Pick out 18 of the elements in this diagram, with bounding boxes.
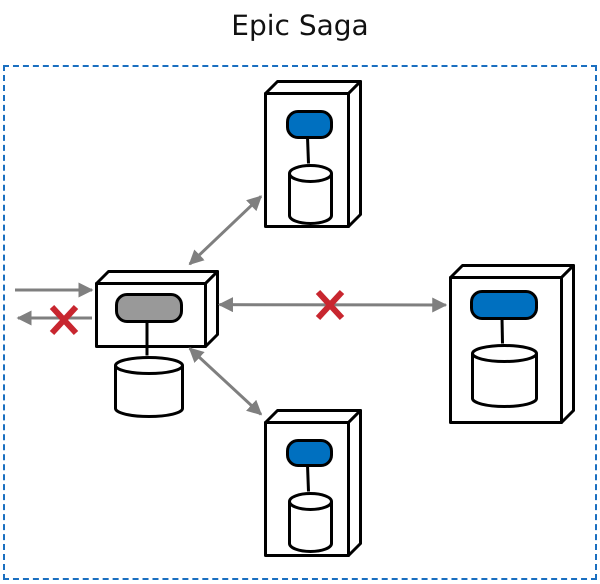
connector-line: [306, 464, 310, 492]
diagram-title: Epic Saga: [230, 9, 370, 42]
database-cylinder: [288, 164, 333, 225]
arrow: [218, 297, 448, 313]
database-cylinder: [288, 492, 333, 553]
connector-line: [500, 318, 504, 344]
service-pill: [115, 293, 183, 323]
database-cylinder: [471, 344, 538, 408]
service-pill: [286, 110, 333, 139]
arrow: [188, 195, 262, 266]
arrow: [188, 347, 262, 416]
arrow: [15, 282, 94, 298]
arrow: [16, 310, 92, 326]
connector-line: [146, 321, 148, 356]
service-pill: [286, 439, 333, 467]
connector-line: [306, 136, 310, 164]
database-cylinder: [114, 356, 184, 418]
service-pill: [470, 290, 538, 320]
